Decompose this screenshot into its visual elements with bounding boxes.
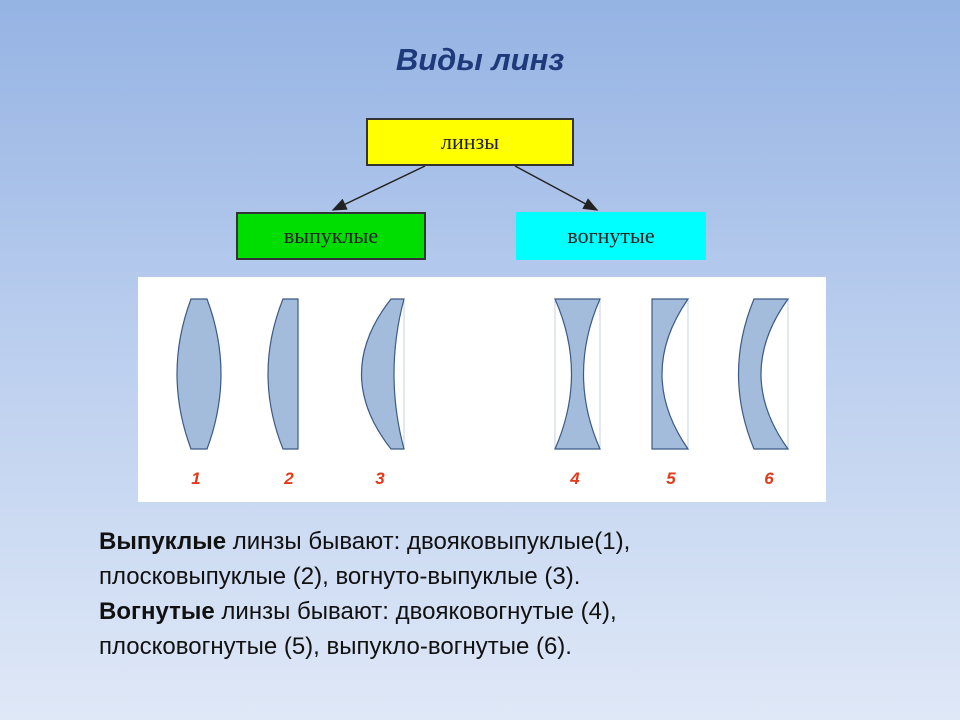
convex-lenses-box: выпуклые <box>236 212 426 260</box>
lens-number: 3 <box>375 469 385 488</box>
lens-number: 1 <box>191 469 200 488</box>
slide-title: Виды линз <box>395 42 565 77</box>
lens-number: 6 <box>764 469 774 488</box>
lenses-root-box: линзы <box>366 118 574 166</box>
lens-convexo-concave: 6 <box>737 298 790 488</box>
concave-term: Вогнутые <box>99 598 215 625</box>
lens-number: 4 <box>569 469 580 488</box>
desc-line-2: плосковыпуклые (2), вогнуто-выпуклые (3)… <box>99 563 581 590</box>
lens-description: Выпуклые линзы бывают: двояковыпуклые(1)… <box>99 524 919 664</box>
arrow-to-convex <box>331 165 426 211</box>
concave-lenses-box: вогнутые <box>516 212 706 260</box>
arrow-to-concave <box>514 165 599 211</box>
desc-line-3: Вогнутые линзы бывают: двояковогнутые (4… <box>99 598 617 625</box>
lens-types-panel: 1 2 3 4 5 6 <box>138 277 826 502</box>
lens-biconvex: 1 <box>176 298 222 488</box>
lens-plano-concave: 5 <box>651 298 690 488</box>
lens-concavo-convex: 3 <box>360 298 405 488</box>
lens-biconcave: 4 <box>554 298 601 488</box>
lens-number: 5 <box>666 469 676 488</box>
desc-line-1: Выпуклые линзы бывают: двояковыпуклые(1)… <box>99 528 631 555</box>
convex-term: Выпуклые <box>99 528 227 555</box>
lens-number: 2 <box>283 469 294 488</box>
lens-plano-convex: 2 <box>267 298 299 488</box>
desc-line-4: плосковогнутые (5), выпукло-вогнутые (6)… <box>99 633 572 660</box>
